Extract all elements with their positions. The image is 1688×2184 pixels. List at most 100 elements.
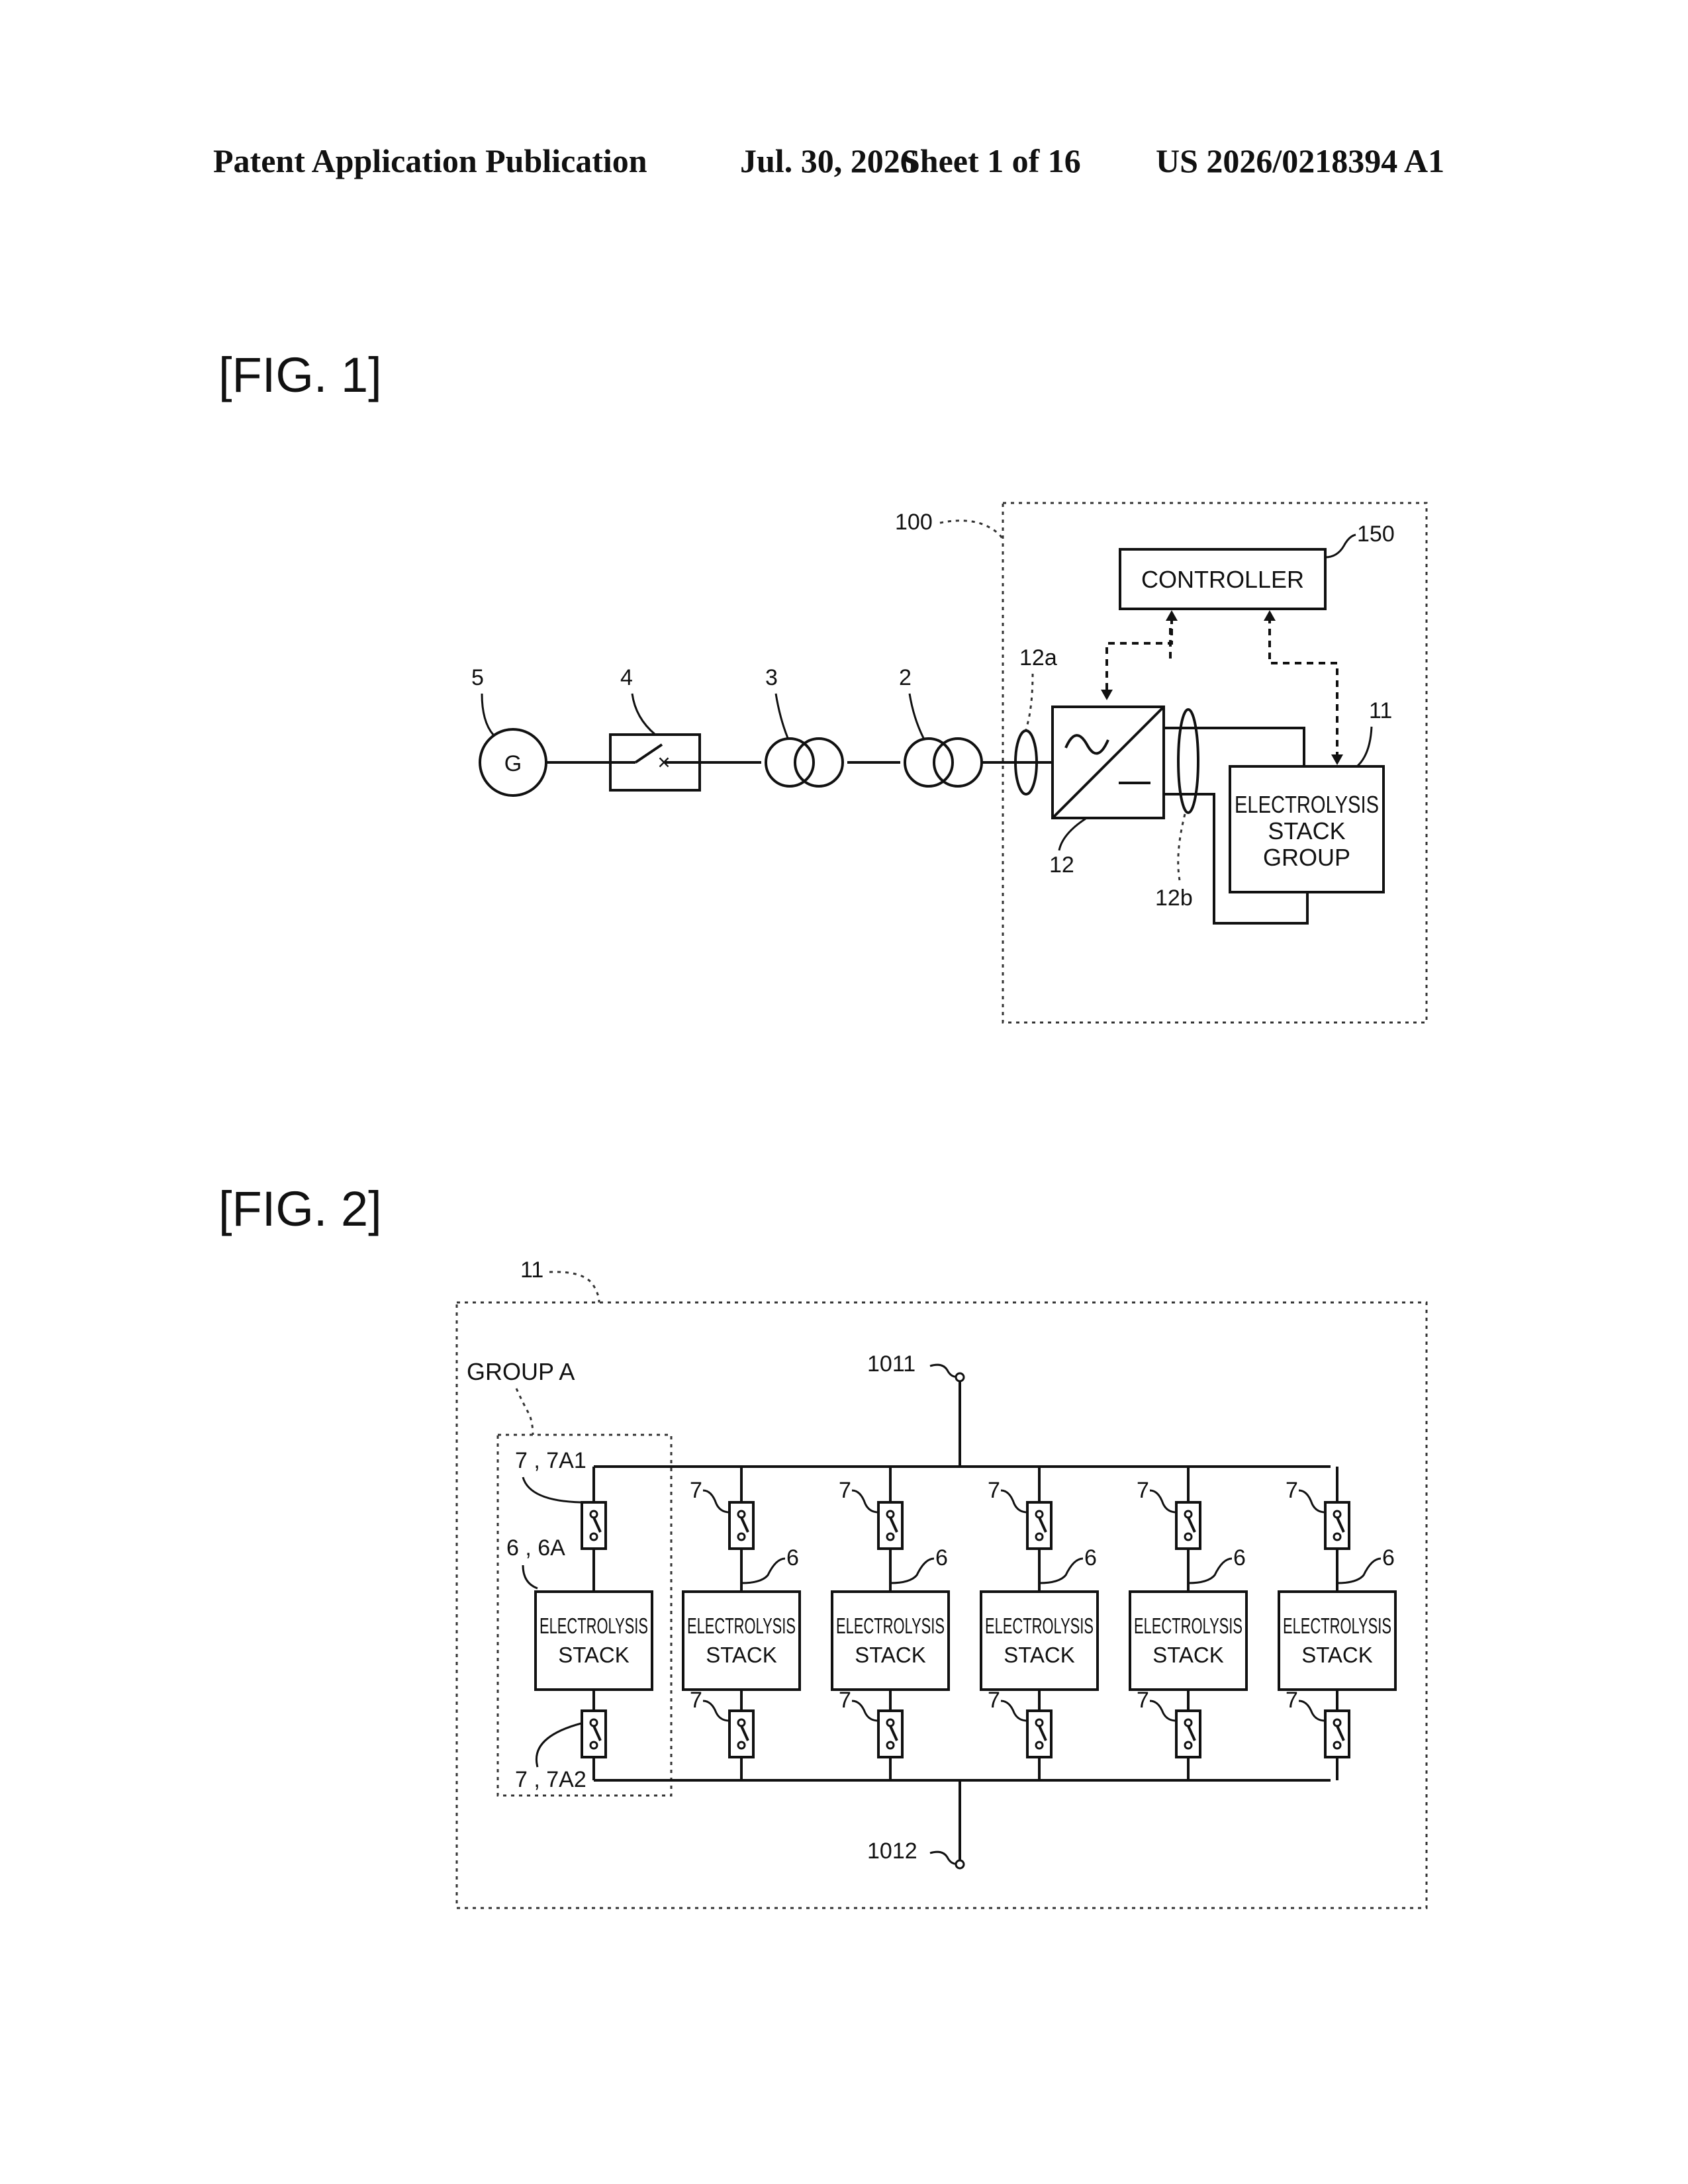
switch-top-5-leader <box>1150 1490 1176 1512</box>
electrolysis-stack-3 <box>832 1592 949 1690</box>
switch-bottom-2-contact-b <box>738 1742 745 1749</box>
switch-bottom-6-contact-b <box>1334 1742 1340 1749</box>
switch-top-2-contact-a <box>738 1511 745 1518</box>
converter-ref: 12 <box>1049 852 1074 878</box>
switch-top-3-contact-a <box>887 1511 894 1518</box>
electrolysis-stack-5-line-2: STACK <box>1152 1643 1224 1667</box>
dc-positive-line <box>1164 728 1304 766</box>
ac-side-ref: 12a <box>1019 645 1057 670</box>
electrolysis-stack-4-leader <box>1039 1559 1083 1592</box>
switch-top-2-contact-b <box>738 1533 745 1540</box>
switch-bottom-1-contact-a <box>590 1719 597 1726</box>
stack-group-line-3: GROUP <box>1263 844 1350 871</box>
switch-bottom-4-contact-a <box>1036 1719 1043 1726</box>
controller-ref: 150 <box>1357 522 1395 547</box>
electrolysis-stack-1-line-2: STACK <box>558 1643 630 1667</box>
switch-top-5 <box>1176 1502 1200 1549</box>
switch-bottom-3-contact-b <box>887 1742 894 1749</box>
electrolysis-stack-3-line-2: STACK <box>855 1643 926 1667</box>
switch-top-2 <box>729 1502 753 1549</box>
terminal-bottom-leader <box>930 1852 959 1864</box>
switch-bottom-1-contact-b <box>590 1742 597 1749</box>
switch-top-4-leader <box>1001 1490 1027 1512</box>
switch-bottom-2-leader <box>703 1701 729 1721</box>
converter-diagonal <box>1053 707 1164 818</box>
breaker-ref: 4 <box>620 665 633 690</box>
switch-top-5-contact-a <box>1185 1511 1192 1518</box>
electrolysis-stack-6-leader <box>1337 1559 1381 1592</box>
electrolysis-stack-4-ref: 6 <box>1084 1545 1097 1570</box>
switch-top-1 <box>582 1502 606 1549</box>
system-100-ref: 100 <box>895 510 933 535</box>
switch-bottom-6-ref: 7 <box>1286 1688 1298 1713</box>
switch-bottom-5-contact-a <box>1185 1719 1192 1726</box>
first-switch-bottom-leader <box>536 1723 581 1767</box>
switch-top-3-ref: 7 <box>839 1478 851 1503</box>
fig2-label: [FIG. 2] <box>218 1185 382 1234</box>
first-stack-ref: 6 , 6A <box>506 1535 565 1561</box>
stack-group-ref: 11 <box>1369 698 1392 723</box>
switch-bottom-3-contact-a <box>887 1719 894 1726</box>
first-switch-top-leader <box>523 1477 581 1502</box>
link-arrow-down-2 <box>1331 754 1343 765</box>
switch-top-6-contact-b <box>1334 1533 1340 1540</box>
electrolysis-stack-5-line-1: ELECTROLYSIS <box>1134 1614 1243 1638</box>
switch-top-3-contact-b <box>887 1533 894 1540</box>
first-switch-bottom-ref: 7 , 7A2 <box>515 1767 586 1792</box>
switch-top-1-contact-a <box>590 1511 597 1518</box>
electrolysis-stack-1-line-1: ELECTROLYSIS <box>539 1614 648 1638</box>
dc-side-ref: 12b <box>1155 886 1193 911</box>
switch-top-3 <box>878 1502 902 1549</box>
switch-bottom-2-contact-a <box>738 1719 745 1726</box>
group-11-ref: 11 <box>520 1257 543 1283</box>
switch-bottom-3 <box>878 1711 902 1757</box>
switch-top-5-ref: 7 <box>1137 1478 1149 1503</box>
electrolysis-stack-5-ref: 6 <box>1233 1545 1246 1570</box>
ac-side-leader <box>1026 674 1033 729</box>
switch-bottom-5-contact-b <box>1185 1742 1192 1749</box>
switch-top-6 <box>1325 1502 1349 1549</box>
converter-ref-leader <box>1059 819 1086 850</box>
switch-top-6-contact-a <box>1334 1511 1340 1518</box>
controller-ref-leader <box>1325 535 1356 557</box>
switch-bottom-5-ref: 7 <box>1137 1688 1149 1713</box>
electrolysis-stack-6-ref: 6 <box>1382 1545 1395 1570</box>
transformer-3-ref: 3 <box>765 665 778 690</box>
terminal-bottom <box>956 1860 964 1868</box>
fig1-label: [FIG. 1] <box>218 351 382 400</box>
stack-group-ref-leader <box>1357 727 1372 766</box>
dc-side-12b <box>1178 709 1198 813</box>
link-arrow-down-1 <box>1101 690 1113 700</box>
switch-top-3-leader <box>852 1490 878 1512</box>
controller-label: CONTROLLER <box>1141 566 1304 593</box>
system-100-leader <box>940 521 1003 541</box>
link-arrow-up-2 <box>1264 610 1276 621</box>
switch-bottom-3-ref: 7 <box>839 1688 851 1713</box>
electrolysis-stack-6 <box>1279 1592 1395 1690</box>
breaker-ref-leader <box>632 694 655 735</box>
switch-bottom-3-leader <box>852 1701 878 1721</box>
terminal-top-leader <box>930 1365 959 1377</box>
generator-letter: G <box>504 751 522 776</box>
switch-top-5-contact-b <box>1185 1533 1192 1540</box>
switch-top-1-contact-b <box>590 1533 597 1540</box>
switch-bottom-5-leader <box>1150 1701 1176 1721</box>
electrolysis-stack-2-ref: 6 <box>786 1545 799 1570</box>
header-publication: Patent Application Publication <box>213 144 647 177</box>
electrolysis-stack-2 <box>683 1592 800 1690</box>
electrolysis-stack-4-line-1: ELECTROLYSIS <box>985 1614 1094 1638</box>
electrolysis-stack-3-ref: 6 <box>935 1545 948 1570</box>
switch-top-4-contact-b <box>1036 1533 1043 1540</box>
switch-bottom-1 <box>582 1711 606 1757</box>
switch-bottom-6 <box>1325 1711 1349 1757</box>
group-a-label: GROUP A <box>467 1358 575 1385</box>
electrolysis-stack-2-leader <box>741 1559 785 1592</box>
electrolysis-stack-4-line-2: STACK <box>1004 1643 1075 1667</box>
electrolysis-stack-6-line-1: ELECTROLYSIS <box>1283 1614 1391 1638</box>
header-date: Jul. 30, 2026 <box>740 144 917 177</box>
switch-top-6-ref: 7 <box>1286 1478 1298 1503</box>
switch-bottom-4-contact-b <box>1036 1742 1043 1749</box>
switch-bottom-2-ref: 7 <box>690 1688 702 1713</box>
electrolysis-stack-5-leader <box>1188 1559 1232 1592</box>
terminal-bottom-ref: 1012 <box>867 1839 917 1864</box>
